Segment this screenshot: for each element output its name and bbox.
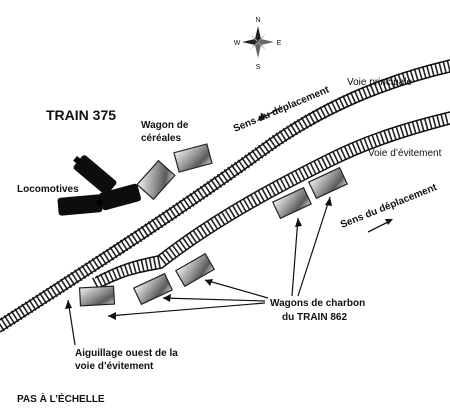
switch-label-line1: Aiguillage ouest de la: [75, 348, 178, 359]
coal-wagons-label-line2: du TRAIN 862: [282, 312, 347, 323]
grain-wagons-label-line1: Wagon de: [141, 120, 189, 131]
direction-arrow-upper: [257, 106, 283, 121]
locomotives: [57, 155, 141, 216]
siding-track: [91, 111, 450, 291]
direction-arrow-lower: [367, 219, 393, 233]
compass-e: E: [277, 40, 282, 47]
main-track-label: Voie principale: [347, 77, 412, 88]
switch-label-line2: voie d’évitement: [75, 361, 154, 372]
compass-rose-icon: N S E W: [234, 17, 282, 71]
compass-n: N: [255, 17, 260, 24]
grain-wagons-label-line2: céréales: [141, 133, 181, 144]
coal-wagons-label-line1: Wagons de charbon: [270, 298, 365, 309]
train-title: TRAIN 375: [46, 107, 116, 123]
compass-w: W: [234, 40, 241, 47]
scale-note: PAS À L’ÉCHELLE: [17, 392, 105, 405]
coal-wagons: [78, 166, 349, 307]
grain-wagons: [136, 143, 213, 201]
locomotives-label: Locomotives: [17, 184, 79, 195]
compass-s: S: [256, 64, 261, 71]
arrowheads: [65, 197, 332, 320]
main-track: [0, 59, 450, 333]
siding-label: Voie d’évitement: [368, 148, 442, 159]
